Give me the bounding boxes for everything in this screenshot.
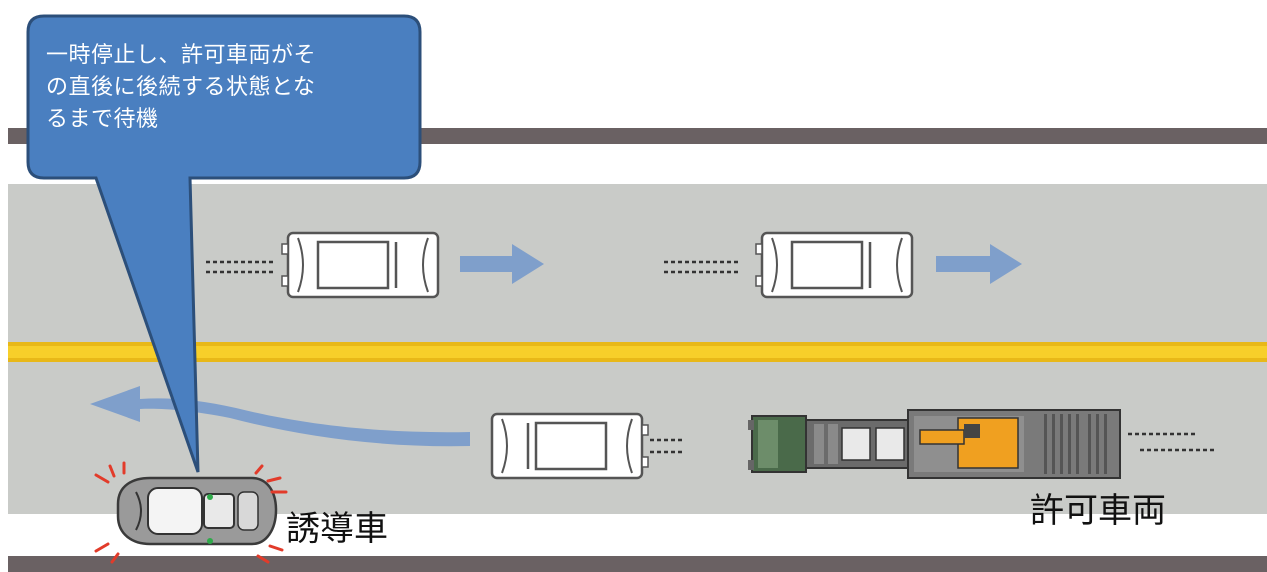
callout-bubble [26, 14, 422, 473]
car-upper-2 [664, 231, 914, 299]
callout-line: の直後に後続する状態とな [46, 75, 316, 100]
callout-text: 一時停止し、許可車両がそ の直後に後続する状態とな るまで待機 [46, 40, 406, 136]
flow-arrow-upper-2 [936, 244, 1022, 284]
permitted-vehicle-label: 許可車両 [1030, 491, 1166, 531]
guide-vehicle-label: 誘導車 [286, 509, 388, 549]
permitted-vehicle [748, 409, 1216, 479]
callout-line: るまで待機 [46, 107, 159, 132]
car-upper-1 [206, 231, 440, 299]
guide-vehicle [94, 461, 288, 564]
car-lower [490, 412, 684, 480]
bottom-curb [8, 556, 1267, 572]
flow-arrow-upper-1 [460, 244, 544, 284]
flashing-lamp-icon [94, 461, 288, 564]
callout-line: 一時停止し、許可車両がそ [46, 43, 317, 68]
